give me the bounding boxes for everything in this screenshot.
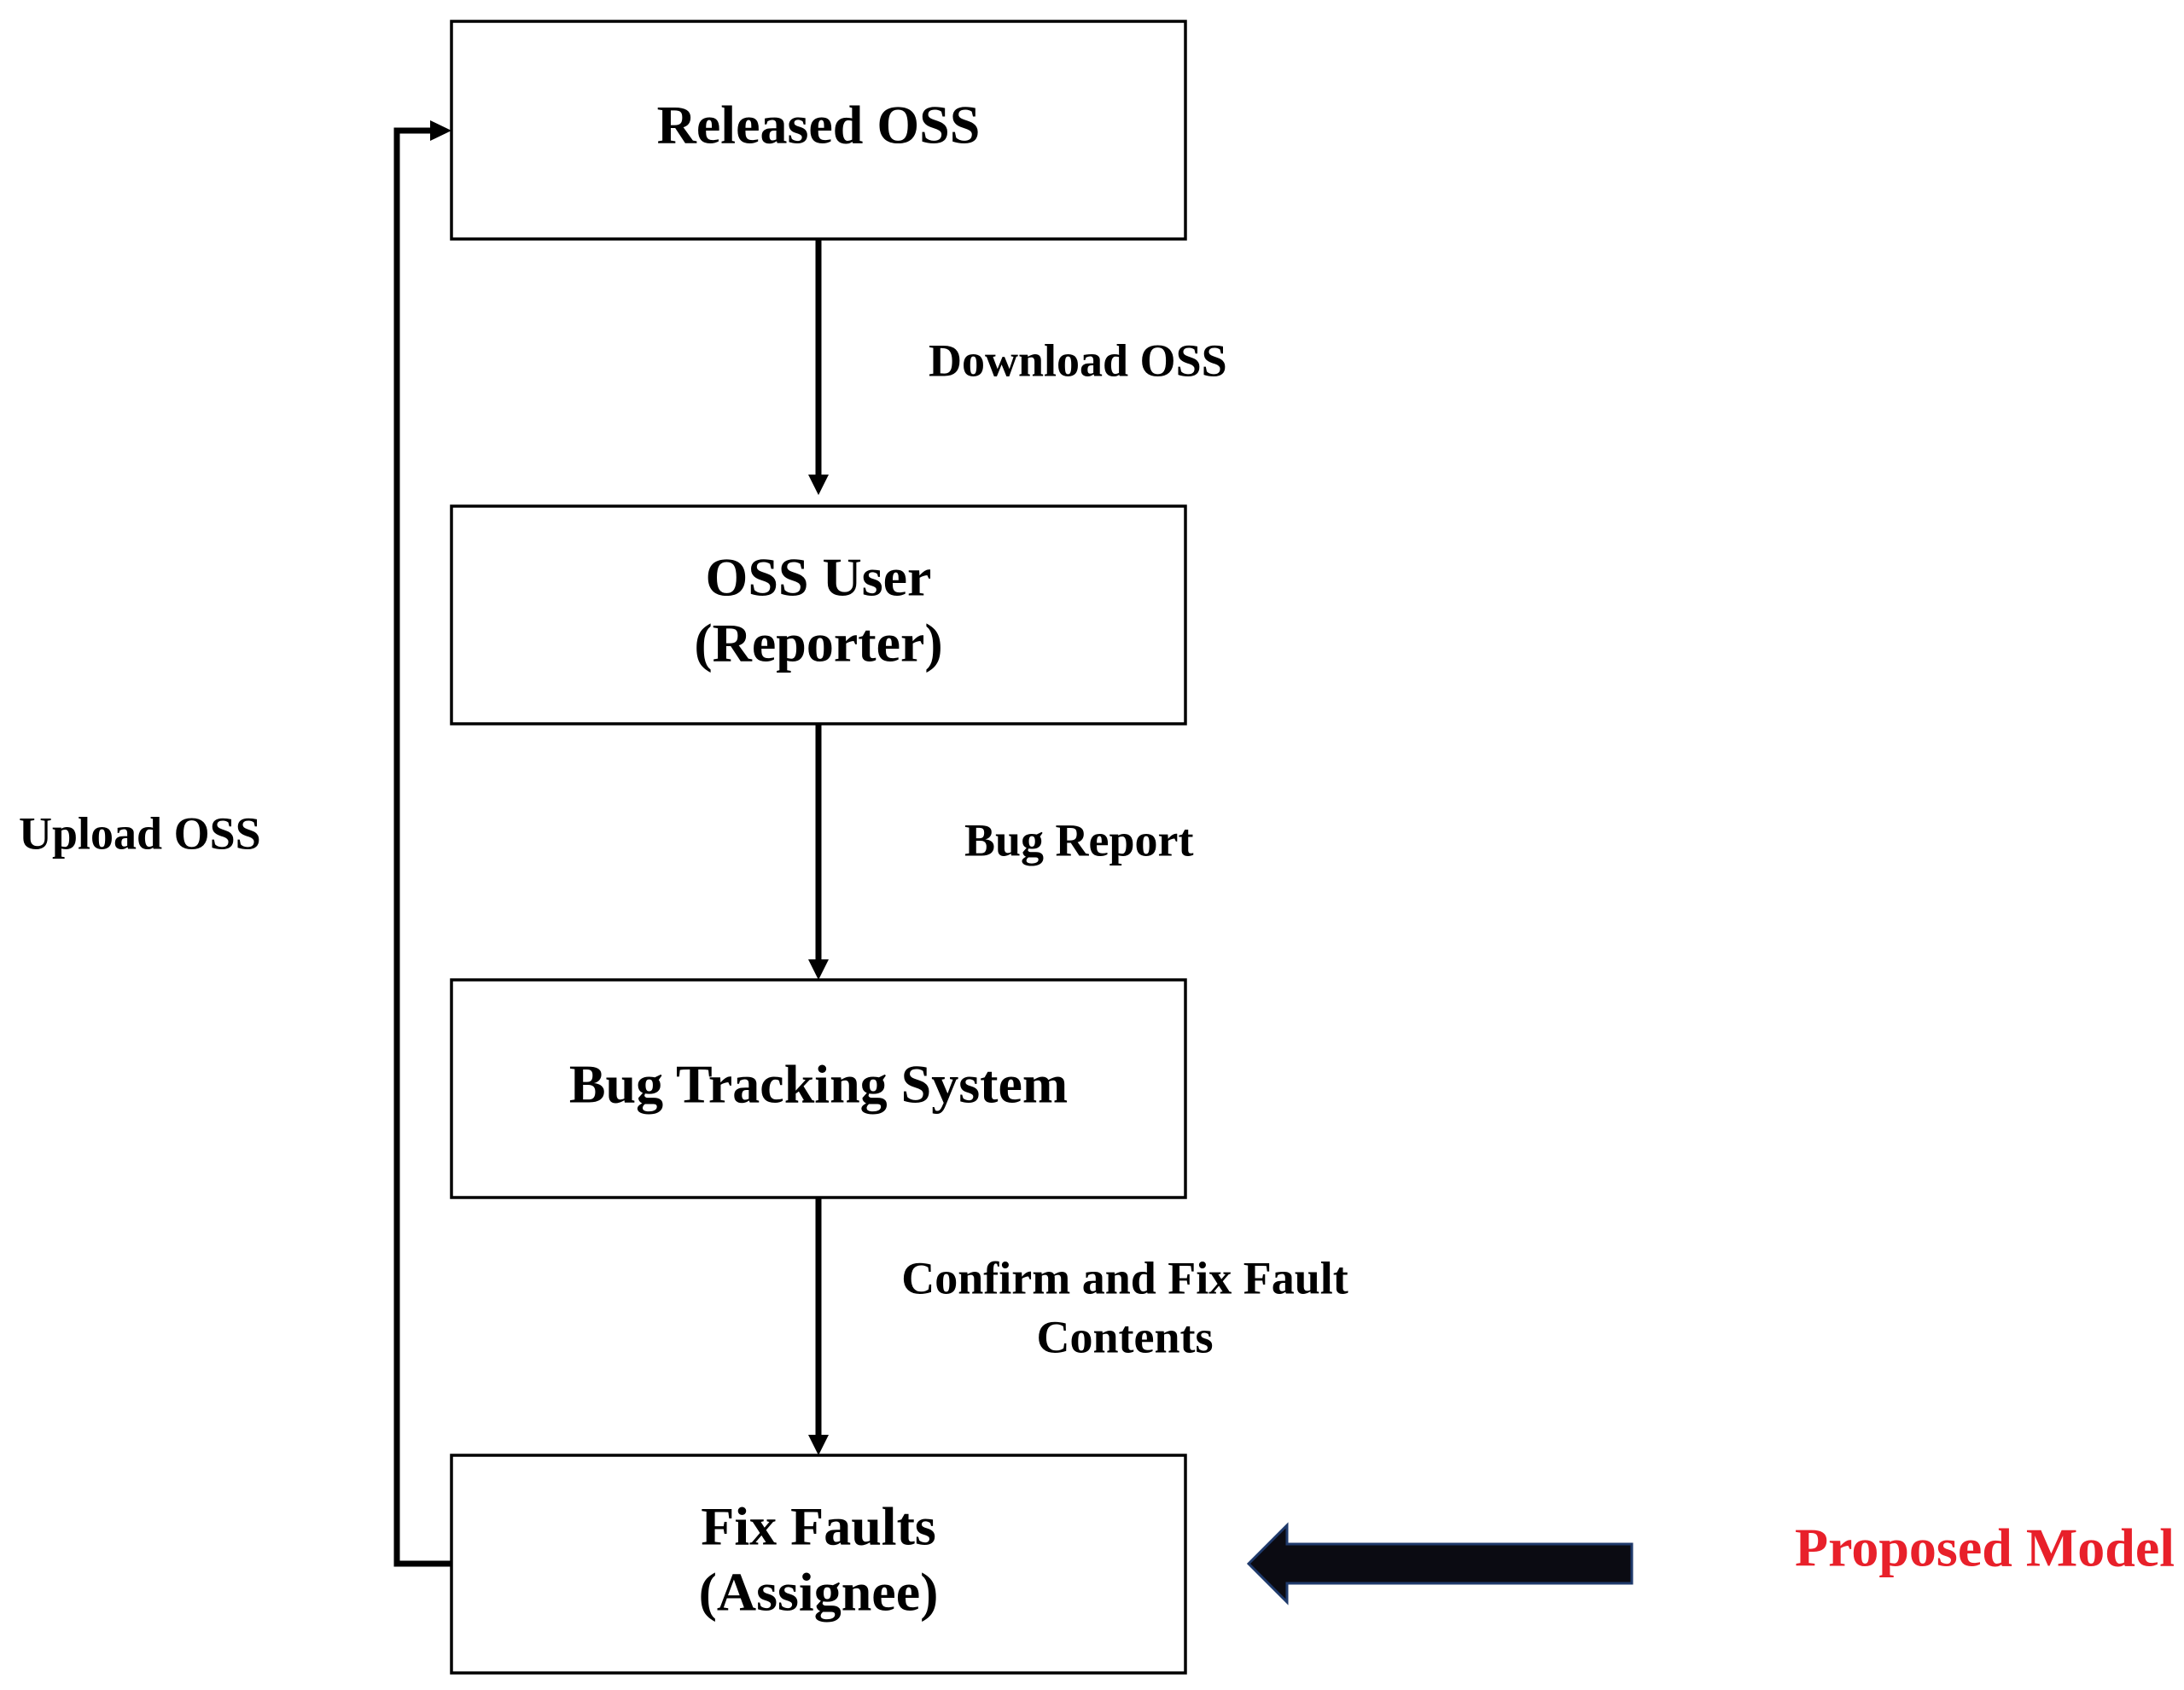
node-fix-faults: Fix Faults (Assignee) — [450, 1454, 1187, 1675]
arrowhead-down-icon — [808, 1435, 829, 1455]
edge-bug-report-label: Bug Report — [964, 814, 1194, 865]
edge-confirm-fix: Confirm and Fix Fault Contents — [808, 1198, 1348, 1455]
node-oss-user-label: OSS User — [706, 547, 932, 608]
node-oss-user-role: (Reporter) — [694, 613, 942, 673]
edge-bug-report: Bug Report — [808, 724, 1194, 980]
edge-confirm-fix-label-line1: Confirm and Fix Fault — [901, 1252, 1348, 1303]
proposed-model-label: Proposed Model — [1795, 1518, 2175, 1578]
node-released-oss: Released OSS — [450, 20, 1187, 241]
node-released-oss-label: Released OSS — [657, 95, 981, 155]
edge-confirm-fix-label-line2: Contents — [1036, 1311, 1213, 1362]
node-bug-tracking-system: Bug Tracking System — [450, 978, 1187, 1199]
edge-download-oss: Download OSS — [808, 239, 1227, 495]
arrowhead-right-icon — [430, 120, 451, 141]
edge-upload-oss: Upload OSS — [19, 120, 451, 1567]
edge-download-label: Download OSS — [929, 335, 1227, 386]
edge-upload-line — [393, 127, 451, 1567]
node-bug-tracking-system-label: Bug Tracking System — [569, 1054, 1068, 1115]
node-oss-user: OSS User (Reporter) — [450, 504, 1187, 726]
left-arrow-icon — [1246, 1522, 1634, 1606]
node-fix-faults-label: Fix Faults — [701, 1496, 936, 1557]
proposed-model-callout: Proposed Model — [1246, 1518, 2175, 1606]
node-fix-faults-role: (Assignee) — [699, 1562, 939, 1623]
arrowhead-down-icon — [808, 959, 829, 980]
arrowhead-down-icon — [808, 475, 829, 495]
edge-upload-label: Upload OSS — [19, 807, 261, 859]
